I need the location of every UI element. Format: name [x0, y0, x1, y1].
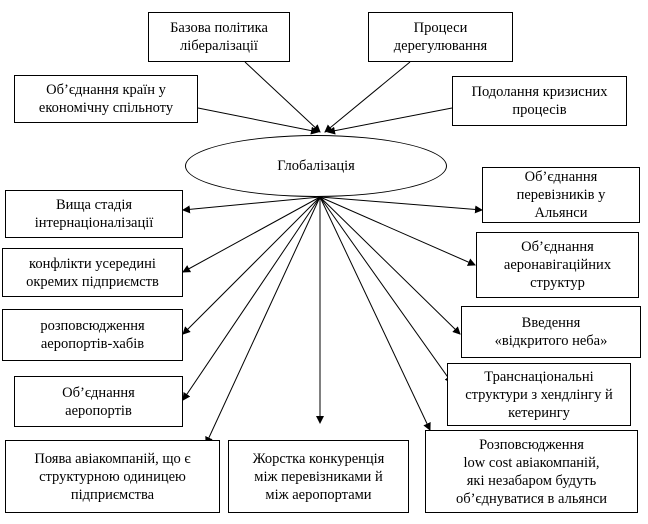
- output-box-air-navigation: Об’єднання аеронавігаційних структур: [476, 232, 639, 298]
- arrow-out1: [182, 196, 321, 214]
- arrow-out3: [182, 196, 321, 335]
- arrow-out7: [319, 196, 431, 431]
- input-box-deregulation: Процеси дерегулювання: [368, 12, 513, 62]
- output-box-airport-merger: Об’єднання аеропортів: [14, 376, 183, 427]
- center-label: Глобалізація: [277, 157, 355, 174]
- output-box-carrier-alliances: Об’єднання перевізників у Альянси: [482, 167, 640, 223]
- input-box-liberalization-policy: Базова політика лібералізації: [148, 12, 290, 62]
- arrow-out4: [182, 196, 321, 401]
- arrow-in1: [244, 61, 321, 133]
- arrow-in4: [327, 107, 453, 135]
- arrow-in3: [197, 107, 319, 135]
- output-box-transnational-structures: Транснаціональні структури з хендлінгу й…: [447, 363, 631, 426]
- output-box-hub-airports: розповсюдження аеропортів-хабів: [2, 309, 183, 361]
- arrow-out2: [182, 196, 321, 273]
- arrow-out10: [319, 196, 476, 266]
- arrow-out11: [319, 196, 483, 214]
- output-box-internationalization: Вища стадія інтернаціоналізації: [5, 190, 183, 238]
- center-ellipse-globalization: Глобалізація: [185, 135, 447, 197]
- input-box-crisis-overcoming: Подолання кризисних процесів: [452, 76, 627, 126]
- output-box-enterprise-conflicts: конфлікти усередині окремих підприємств: [2, 248, 183, 297]
- arrow-out9: [319, 196, 461, 335]
- output-box-low-cost-airlines: Розповсюдження low cost авіакомпаній, як…: [425, 430, 638, 513]
- output-box-airline-units: Поява авіакомпаній, що є структурною оди…: [5, 440, 220, 513]
- arrow-out8: [319, 196, 453, 384]
- arrow-out5: [205, 196, 321, 445]
- output-box-open-sky: Введення «відкритого неба»: [461, 306, 641, 358]
- input-box-economic-community: Об’єднання країн у економічну спільноту: [14, 75, 198, 123]
- output-box-tough-competition: Жорстка конкуренція між перевізниками й …: [228, 440, 409, 513]
- arrow-in2: [324, 61, 411, 133]
